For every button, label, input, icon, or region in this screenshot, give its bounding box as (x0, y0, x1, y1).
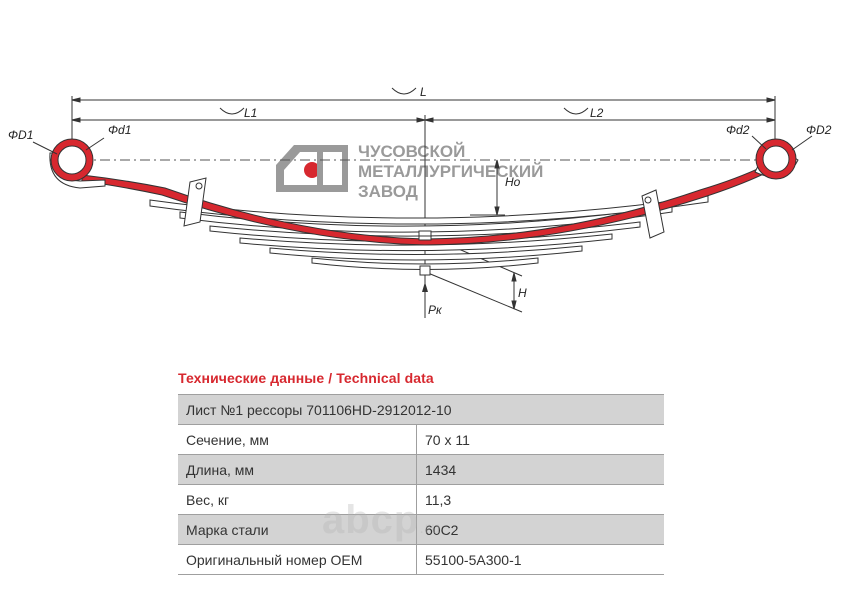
table-row: Вес, кг 11,3 (178, 484, 664, 515)
leaf-spring-drawing: ЧУСОВСКОЙ МЕТАЛЛУРГИЧЕСКИЙ ЗАВОД L L1 L2… (8, 85, 832, 318)
spec-key: Оригинальный номер OEM (178, 544, 417, 575)
spec-value: 60С2 (416, 514, 664, 545)
left-eye (32, 137, 106, 189)
label-fd1: Φd1 (108, 123, 131, 137)
label-L1: L1 (244, 106, 257, 120)
label-Pk: Pк (428, 303, 443, 317)
table-row: Оригинальный номер OEM 55100-5A300-1 (178, 544, 664, 575)
label-H: H (518, 286, 527, 300)
table-row: Сечение, мм 70 x 11 (178, 424, 664, 455)
right-eye (751, 135, 813, 180)
specs-header-cell: Лист №1 рессоры 701106HD-2912012-10 (178, 394, 664, 425)
spec-key: Сечение, мм (178, 424, 417, 455)
spec-value: 70 x 11 (416, 424, 664, 455)
logo-line3: ЗАВОД (358, 182, 418, 201)
label-L2: L2 (590, 106, 604, 120)
label-Ho: Ho (505, 175, 521, 189)
dimension-Ho (470, 159, 505, 216)
spec-key: Длина, мм (178, 454, 417, 485)
left-clip (183, 177, 207, 227)
label-fd2: Φd2 (726, 123, 750, 137)
load-arrow (422, 282, 428, 318)
logo-line1: ЧУСОВСКОЙ (358, 142, 465, 161)
spec-value: 55100-5A300-1 (416, 544, 664, 575)
spec-key: Вес, кг (178, 484, 417, 515)
specs-header-row: Лист №1 рессоры 701106HD-2912012-10 (178, 394, 664, 425)
company-logo: ЧУСОВСКОЙ МЕТАЛЛУРГИЧЕСКИЙ ЗАВОД (276, 142, 543, 201)
specs-title: Технические данные / Technical data (178, 370, 434, 386)
label-fD1: ΦD1 (8, 128, 33, 142)
center-bolt (418, 230, 432, 276)
table-row: Марка стали 60С2 (178, 514, 664, 545)
table-row: Длина, мм 1434 (178, 454, 664, 485)
spec-key: Марка стали (178, 514, 417, 545)
spec-value: 1434 (416, 454, 664, 485)
label-L: L (420, 85, 427, 99)
dimension-L1-L2 (71, 107, 776, 123)
label-fD2: ΦD2 (806, 123, 832, 137)
right-clip (641, 189, 665, 239)
spec-value: 11,3 (416, 484, 664, 515)
specs-table: Лист №1 рессоры 701106HD-2912012-10 Сече… (178, 394, 664, 575)
